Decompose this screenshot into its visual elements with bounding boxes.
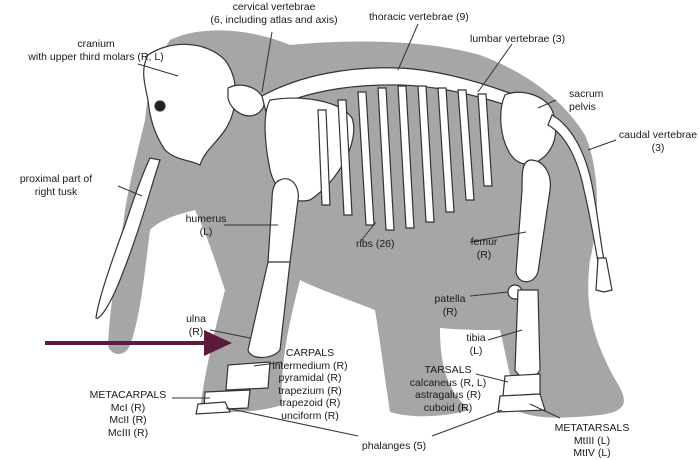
femur-bone <box>515 159 551 283</box>
cranium-bone <box>143 43 237 166</box>
label-ulna: ulna (R) <box>186 313 206 338</box>
label-cervical-vertebrae: cervical vertebrae (6, including atlas a… <box>210 1 338 26</box>
ulna-bone <box>247 261 291 359</box>
label-patella: patella (R) <box>434 293 466 318</box>
metatarsals-bones <box>497 393 546 413</box>
tail-tuft <box>595 257 613 293</box>
label-cranium: cranium with upper third molars (R, L) <box>28 38 164 63</box>
label-carpals: CARPALS intermedium (R) pyramidal (R) tr… <box>272 347 348 422</box>
label-caudal-vertebrae: caudal vertebrae (3) <box>618 129 698 154</box>
label-lumbar-vertebrae: lumbar vertebrae (3) <box>470 33 566 45</box>
label-tusk: proximal part of right tusk <box>19 173 93 198</box>
label-metatarsals: METATARSALS MtIII (L) MtIV (L) <box>554 422 630 459</box>
pointer-arrow <box>45 330 232 356</box>
label-tarsals: TARSALS calcaneus (R, L) astragalus (R) … <box>409 364 487 414</box>
tibia-bone <box>514 289 541 379</box>
label-phalanges: phalanges (5) <box>361 440 427 452</box>
skeleton <box>95 43 613 415</box>
front-phalanges-bones <box>195 401 231 415</box>
eye-socket <box>154 100 166 112</box>
leader-lines <box>117 23 617 437</box>
scapula-bone <box>264 97 355 202</box>
label-femur: femur (R) <box>470 236 498 261</box>
ribs-bones <box>317 85 493 231</box>
label-humerus: humerus (L) <box>185 213 227 238</box>
cervical-bones <box>227 84 265 117</box>
label-sacrum-pelvis: sacrum pelvis <box>569 88 604 113</box>
label-ribs: ribs (26) <box>356 238 395 250</box>
tusk-bone <box>95 157 161 319</box>
label-thoracic-vertebrae: thoracic vertebrae (9) <box>369 11 469 23</box>
label-metacarpals: METACARPALS McI (R) McII (R) McIII (R) <box>89 389 167 439</box>
pelvis-bone <box>500 91 557 165</box>
tarsals-bones <box>502 373 541 397</box>
carpals-bones <box>225 361 271 391</box>
label-tibia: tibia (L) <box>466 332 486 357</box>
